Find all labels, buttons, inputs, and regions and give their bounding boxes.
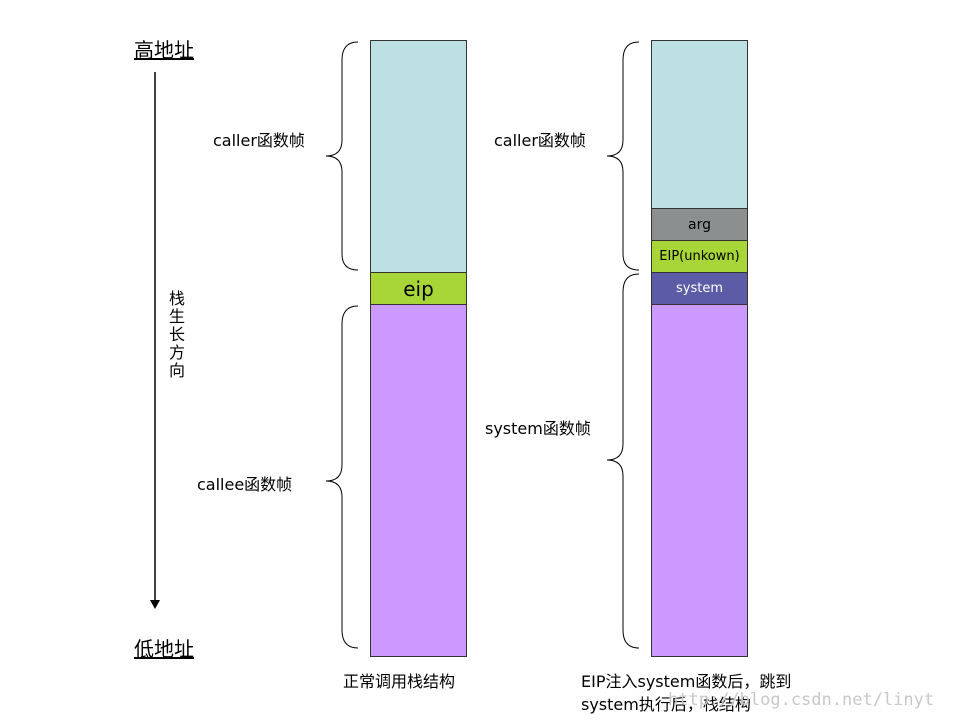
right-arg-slot: arg (651, 208, 748, 241)
right-caller-brace (606, 41, 640, 271)
left-caption: 正常调用栈结构 (343, 672, 456, 691)
left-caller-brace (325, 41, 359, 271)
right-caption-line1: EIP注入system函数后，跳到 (581, 672, 792, 691)
high-address-label: 高地址 (134, 38, 194, 62)
growth-char: 生 (168, 307, 185, 326)
growth-char: 向 (168, 361, 185, 380)
left-callee-frame (370, 304, 467, 657)
growth-char: 栈 (168, 289, 185, 308)
right-system-frame (651, 304, 748, 657)
left-caller-label: caller函数帧 (213, 131, 305, 150)
low-address-label: 低地址 (134, 637, 194, 661)
right-eip-slot: EIP(unkown) (651, 240, 748, 273)
right-caller-label: caller函数帧 (494, 131, 586, 150)
right-system-slot: system (651, 272, 748, 305)
growth-direction-label: 栈 生 长 方 向 (167, 290, 187, 380)
right-system-frame-label: system函数帧 (485, 419, 591, 438)
right-arg-label: arg (688, 216, 711, 233)
watermark: http://blog.csdn.net/linyt (668, 690, 935, 710)
left-caller-frame (370, 40, 467, 273)
right-caller-frame (651, 40, 748, 209)
growth-char: 长 (168, 325, 185, 344)
right-caption-line2: system执行后，栈结构 (581, 695, 751, 714)
left-callee-label: callee函数帧 (197, 475, 293, 494)
right-eip-label: EIP(unkown) (659, 249, 740, 264)
right-system-label: system (676, 281, 723, 296)
growth-char: 方 (168, 343, 185, 362)
right-system-brace (606, 273, 640, 649)
left-callee-brace (325, 305, 359, 649)
left-eip-label: eip (403, 276, 434, 301)
